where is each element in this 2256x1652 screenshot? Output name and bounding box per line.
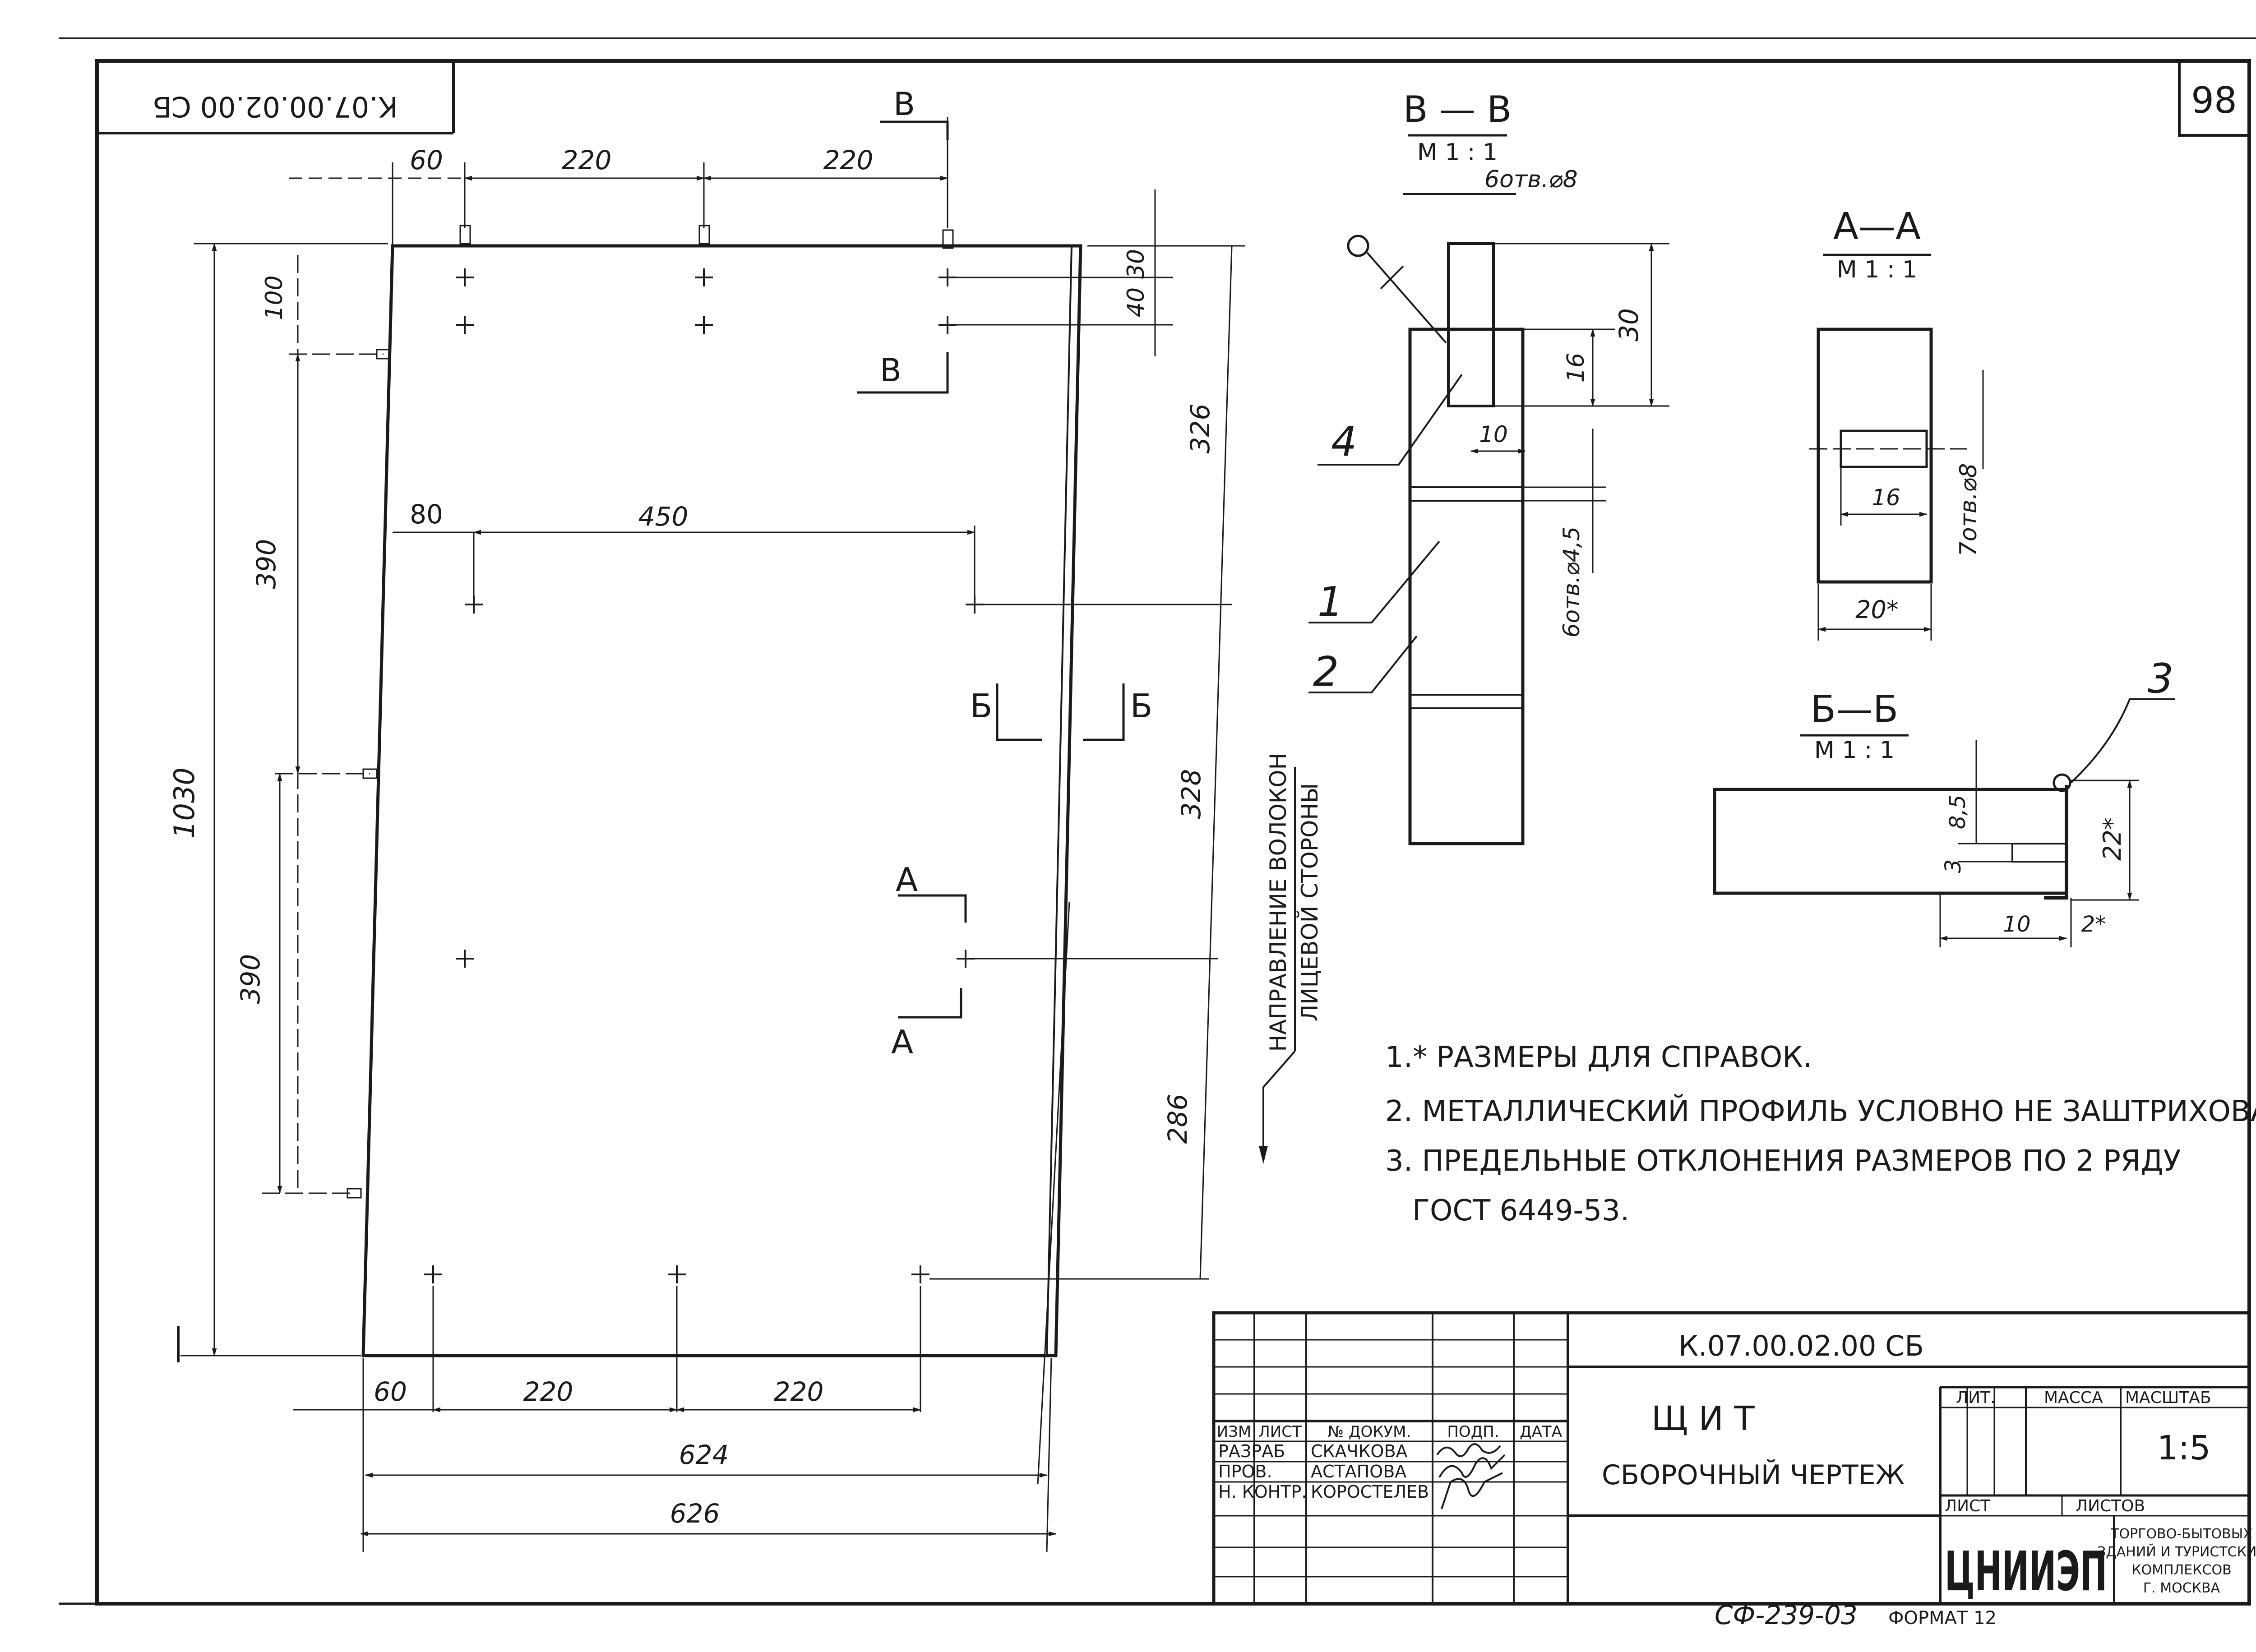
tb-org-logo: ЦНИИЭП — [1945, 1541, 2107, 1603]
section-aa: А—А М 1 : 1 16 20* 7отв.⌀8 — [1809, 205, 1984, 641]
tb-mass-label: МАССА — [2044, 1389, 2103, 1407]
footer-format: ФОРМАТ 12 — [1888, 1608, 1997, 1629]
dim-left-1030: 1030 — [168, 767, 201, 839]
tb-header-doc: № ДОКУМ. — [1328, 1423, 1411, 1441]
vv-callout-4: 4 — [1331, 418, 1357, 466]
vv-dim-16: 16 — [1563, 353, 1590, 383]
dim-width-626: 626 — [670, 1498, 720, 1529]
dim-width-624: 624 — [679, 1440, 729, 1470]
tb-name-checker: АСТАПОВА — [1311, 1462, 1406, 1481]
bb-dim-22: 22* — [2098, 817, 2127, 861]
tb-role-developer: РАЗРАБ — [1218, 1441, 1285, 1461]
section-vv: В — В М 1 : 1 30 16 10 6отв.⌀8 6отв.⌀4,5… — [1308, 88, 1669, 845]
dim-top-220-b: 220 — [823, 145, 874, 175]
bb-callout-3: 3 — [2148, 655, 2173, 702]
tb-org-line1: ТОРГОВО-БЫТОВЫХ — [2110, 1526, 2252, 1542]
vv-holes-note2: 6отв.⌀4,5 — [1558, 526, 1585, 638]
tb-header-date: ДАТА — [1520, 1423, 1562, 1441]
tb-item-name: Щ И Т — [1651, 1399, 1755, 1438]
tb-org-line2: ЗДАНИЙ И ТУРИСТСКИХ — [2097, 1544, 2256, 1560]
dim-top-220-a: 220 — [562, 145, 612, 175]
bb-dim-10: 10 — [2003, 912, 2030, 937]
tb-header-list: ЛИСТ — [1258, 1423, 1302, 1441]
section-mark-v-top: В — [893, 86, 915, 123]
tb-org-line4: Г. МОСКВА — [2143, 1580, 2220, 1596]
dim-bottom-60: 60 — [374, 1376, 407, 1407]
tb-scale-value: 1:5 — [2157, 1429, 2210, 1467]
dowel-pin — [1447, 242, 1495, 407]
tb-scale-label: МАСШТАБ — [2125, 1389, 2211, 1407]
section-bb: Б—Б М 1 : 1 22* 8,5 3 10 2* 3 — [1713, 655, 2175, 947]
dim-right-40: 40 — [1123, 287, 1150, 317]
dim-left-390-a: 390 — [251, 539, 282, 589]
grain-note-line1: НАПРАВЛЕНИЕ ВОЛОКОН — [1265, 753, 1291, 1052]
dim-right-286: 286 — [1162, 1094, 1193, 1144]
section-bb-title: Б—Б — [1811, 688, 1899, 731]
tb-org-line3: КОМПЛЕКСОВ — [2131, 1562, 2231, 1578]
sheet-code-rotated: К.07.00.02.00 СБ — [153, 90, 398, 123]
section-mark-b-left: Б — [970, 687, 992, 725]
tb-sheets-label: ЛИСТОВ — [2076, 1497, 2145, 1515]
section-vv-scale: М 1 : 1 — [1417, 139, 1498, 166]
dim-right-30: 30 — [1123, 249, 1150, 279]
dim-right-326: 326 — [1185, 404, 1216, 454]
signature-developer — [1436, 1443, 1501, 1457]
aa-dim-16: 16 — [1872, 485, 1900, 511]
vv-dim-10: 10 — [1479, 421, 1508, 448]
bb-dim-2: 2* — [2081, 912, 2106, 937]
hole-marks — [424, 268, 984, 1283]
aa-holes-note: 7отв.⌀8 — [1955, 463, 1982, 557]
section-mark-a-top: А — [896, 861, 918, 899]
bb-dim-3: 3 — [1941, 859, 1966, 873]
section-aa-title: А—А — [1833, 205, 1921, 248]
tb-name-developer: СКАЧКОВА — [1311, 1441, 1408, 1461]
signature-normcontrol — [1441, 1472, 1503, 1509]
tb-header-izm: ИЗМ — [1217, 1423, 1252, 1441]
grain-note-line2: ЛИЦЕВОЙ СТОРОНЫ — [1296, 783, 1323, 1021]
section-aa-scale: М 1 : 1 — [1837, 256, 1917, 283]
panel-plan-view: 60 220 220 В В — [168, 86, 1323, 1552]
tb-sheet-label: ЛИСТ — [1945, 1497, 1991, 1515]
tb-item-subname: СБОРОЧНЫЙ ЧЕРТЕЖ — [1602, 1458, 1905, 1491]
dim-bottom-220-b: 220 — [774, 1376, 824, 1407]
tb-name-normcontrol: КОРОСТЕЛЕВ — [1311, 1482, 1429, 1502]
dim-left-100: 100 — [261, 275, 288, 320]
note-3: 3. ПРЕДЕЛЬНЫЕ ОТКЛОНЕНИЯ РАЗМЕРОВ ПО 2 Р… — [1385, 1144, 2181, 1178]
technical-notes: 1.* РАЗМЕРЫ ДЛЯ СПРАВОК. 2. МЕТАЛЛИЧЕСКИ… — [1385, 1041, 2256, 1227]
vv-callout-2: 2 — [1313, 648, 1339, 696]
dim-mid-80: 80 — [410, 499, 443, 530]
note-2: 2. МЕТАЛЛИЧЕСКИЙ ПРОФИЛЬ УСЛОВНО НЕ ЗАШТ… — [1385, 1094, 2256, 1128]
note-1: 1.* РАЗМЕРЫ ДЛЯ СПРАВОК. — [1385, 1041, 1812, 1074]
tb-lit-label: ЛИТ. — [1956, 1389, 1995, 1407]
tb-role-checker: ПРОВ. — [1218, 1462, 1272, 1481]
sheet-number: 98 — [2191, 79, 2237, 121]
tb-header-sign: ПОДП. — [1447, 1423, 1499, 1441]
signature-checker — [1438, 1454, 1506, 1478]
sheet-frame — [59, 37, 2256, 1606]
aa-dim-20: 20* — [1855, 595, 1899, 624]
section-mark-v-bottom: В — [880, 352, 901, 389]
section-vv-title: В — В — [1403, 88, 1512, 130]
dim-mid-450: 450 — [638, 501, 689, 532]
section-bb-scale: М 1 : 1 — [1814, 737, 1895, 764]
bb-dim-8-5: 8,5 — [1945, 795, 1970, 829]
dim-left-390-b: 390 — [235, 954, 266, 1004]
vv-holes-note: 6отв.⌀8 — [1484, 166, 1578, 193]
dim-right-328: 328 — [1176, 769, 1207, 819]
note-3-cont: ГОСТ 6449-53. — [1412, 1194, 1629, 1227]
vv-dim-30: 30 — [1613, 308, 1644, 341]
dim-bottom-220-a: 220 — [523, 1376, 573, 1407]
sheet-number-box — [2178, 60, 2251, 137]
section-mark-b-right: Б — [1130, 687, 1152, 725]
title-block: ИЗМ ЛИСТ № ДОКУМ. ПОДП. ДАТА РАЗРАБ ПРОВ… — [1212, 1311, 2256, 1606]
grain-direction-note: НАПРАВЛЕНИЕ ВОЛОКОН ЛИЦЕВОЙ СТОРОНЫ — [1259, 753, 1323, 1164]
dim-top-60: 60 — [410, 145, 443, 175]
section-mark-a-bottom: А — [891, 1023, 913, 1061]
footer-code: СФ-239-03 — [1715, 1600, 1858, 1630]
vv-callout-1: 1 — [1318, 578, 1343, 626]
tb-doc-code: К.07.00.02.00 СБ — [1678, 1329, 1924, 1362]
tb-role-normcontrol: Н. КОНТР. — [1218, 1482, 1307, 1502]
